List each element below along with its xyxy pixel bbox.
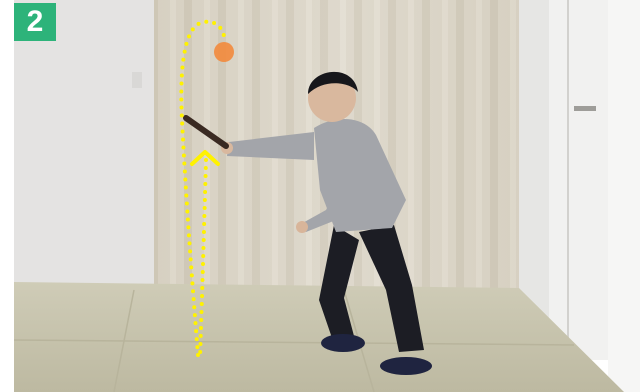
closet-handle [574,106,596,111]
wall-switch [132,72,142,88]
left-wall [14,0,154,290]
racket [183,115,229,149]
ball [214,42,234,62]
photo [14,0,640,392]
photo-scene [14,0,640,392]
upward-arrow-icon [190,150,220,166]
player [221,71,432,375]
floor [14,282,624,392]
swing-path-icon [179,19,227,360]
step-number-badge: 2 [14,3,56,41]
